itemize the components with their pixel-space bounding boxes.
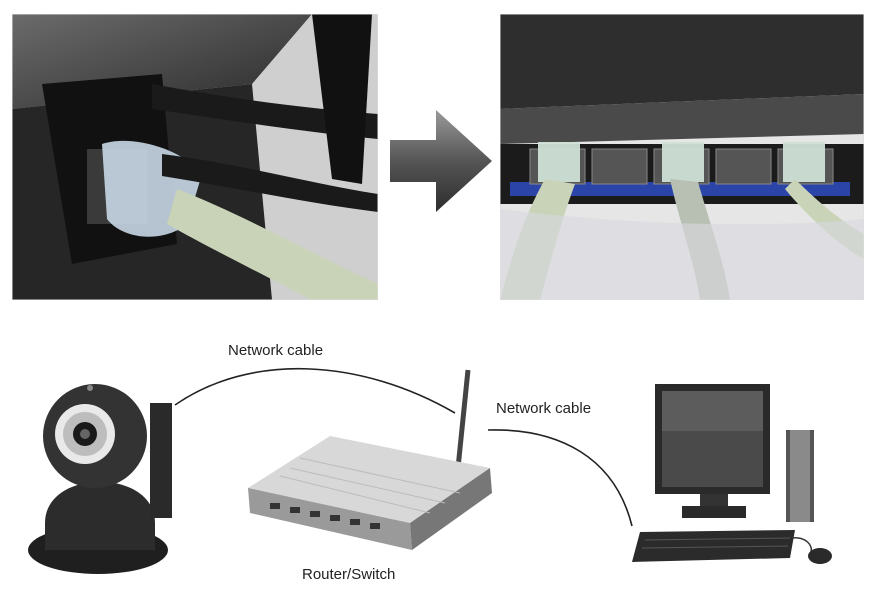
desktop-computer-icon <box>632 384 832 564</box>
switch-ports-cables-photo-icon <box>500 14 864 300</box>
network-cable-label-left: Network cable <box>228 342 324 359</box>
router-switch-icon <box>248 369 492 550</box>
right-arrow-icon <box>388 108 494 214</box>
router-pc-cable <box>487 429 633 527</box>
switch-ports-cables-photo <box>500 14 864 300</box>
ip-camera-icon <box>28 384 172 574</box>
router-port-cable-photo <box>12 14 378 300</box>
router-port-cable-photo-icon <box>12 14 378 300</box>
camera-router-cable <box>174 368 456 414</box>
network-cable-label-right: Network cable <box>496 400 592 417</box>
router-switch-label: Router/Switch <box>302 566 396 583</box>
network-diagram <box>0 318 873 593</box>
